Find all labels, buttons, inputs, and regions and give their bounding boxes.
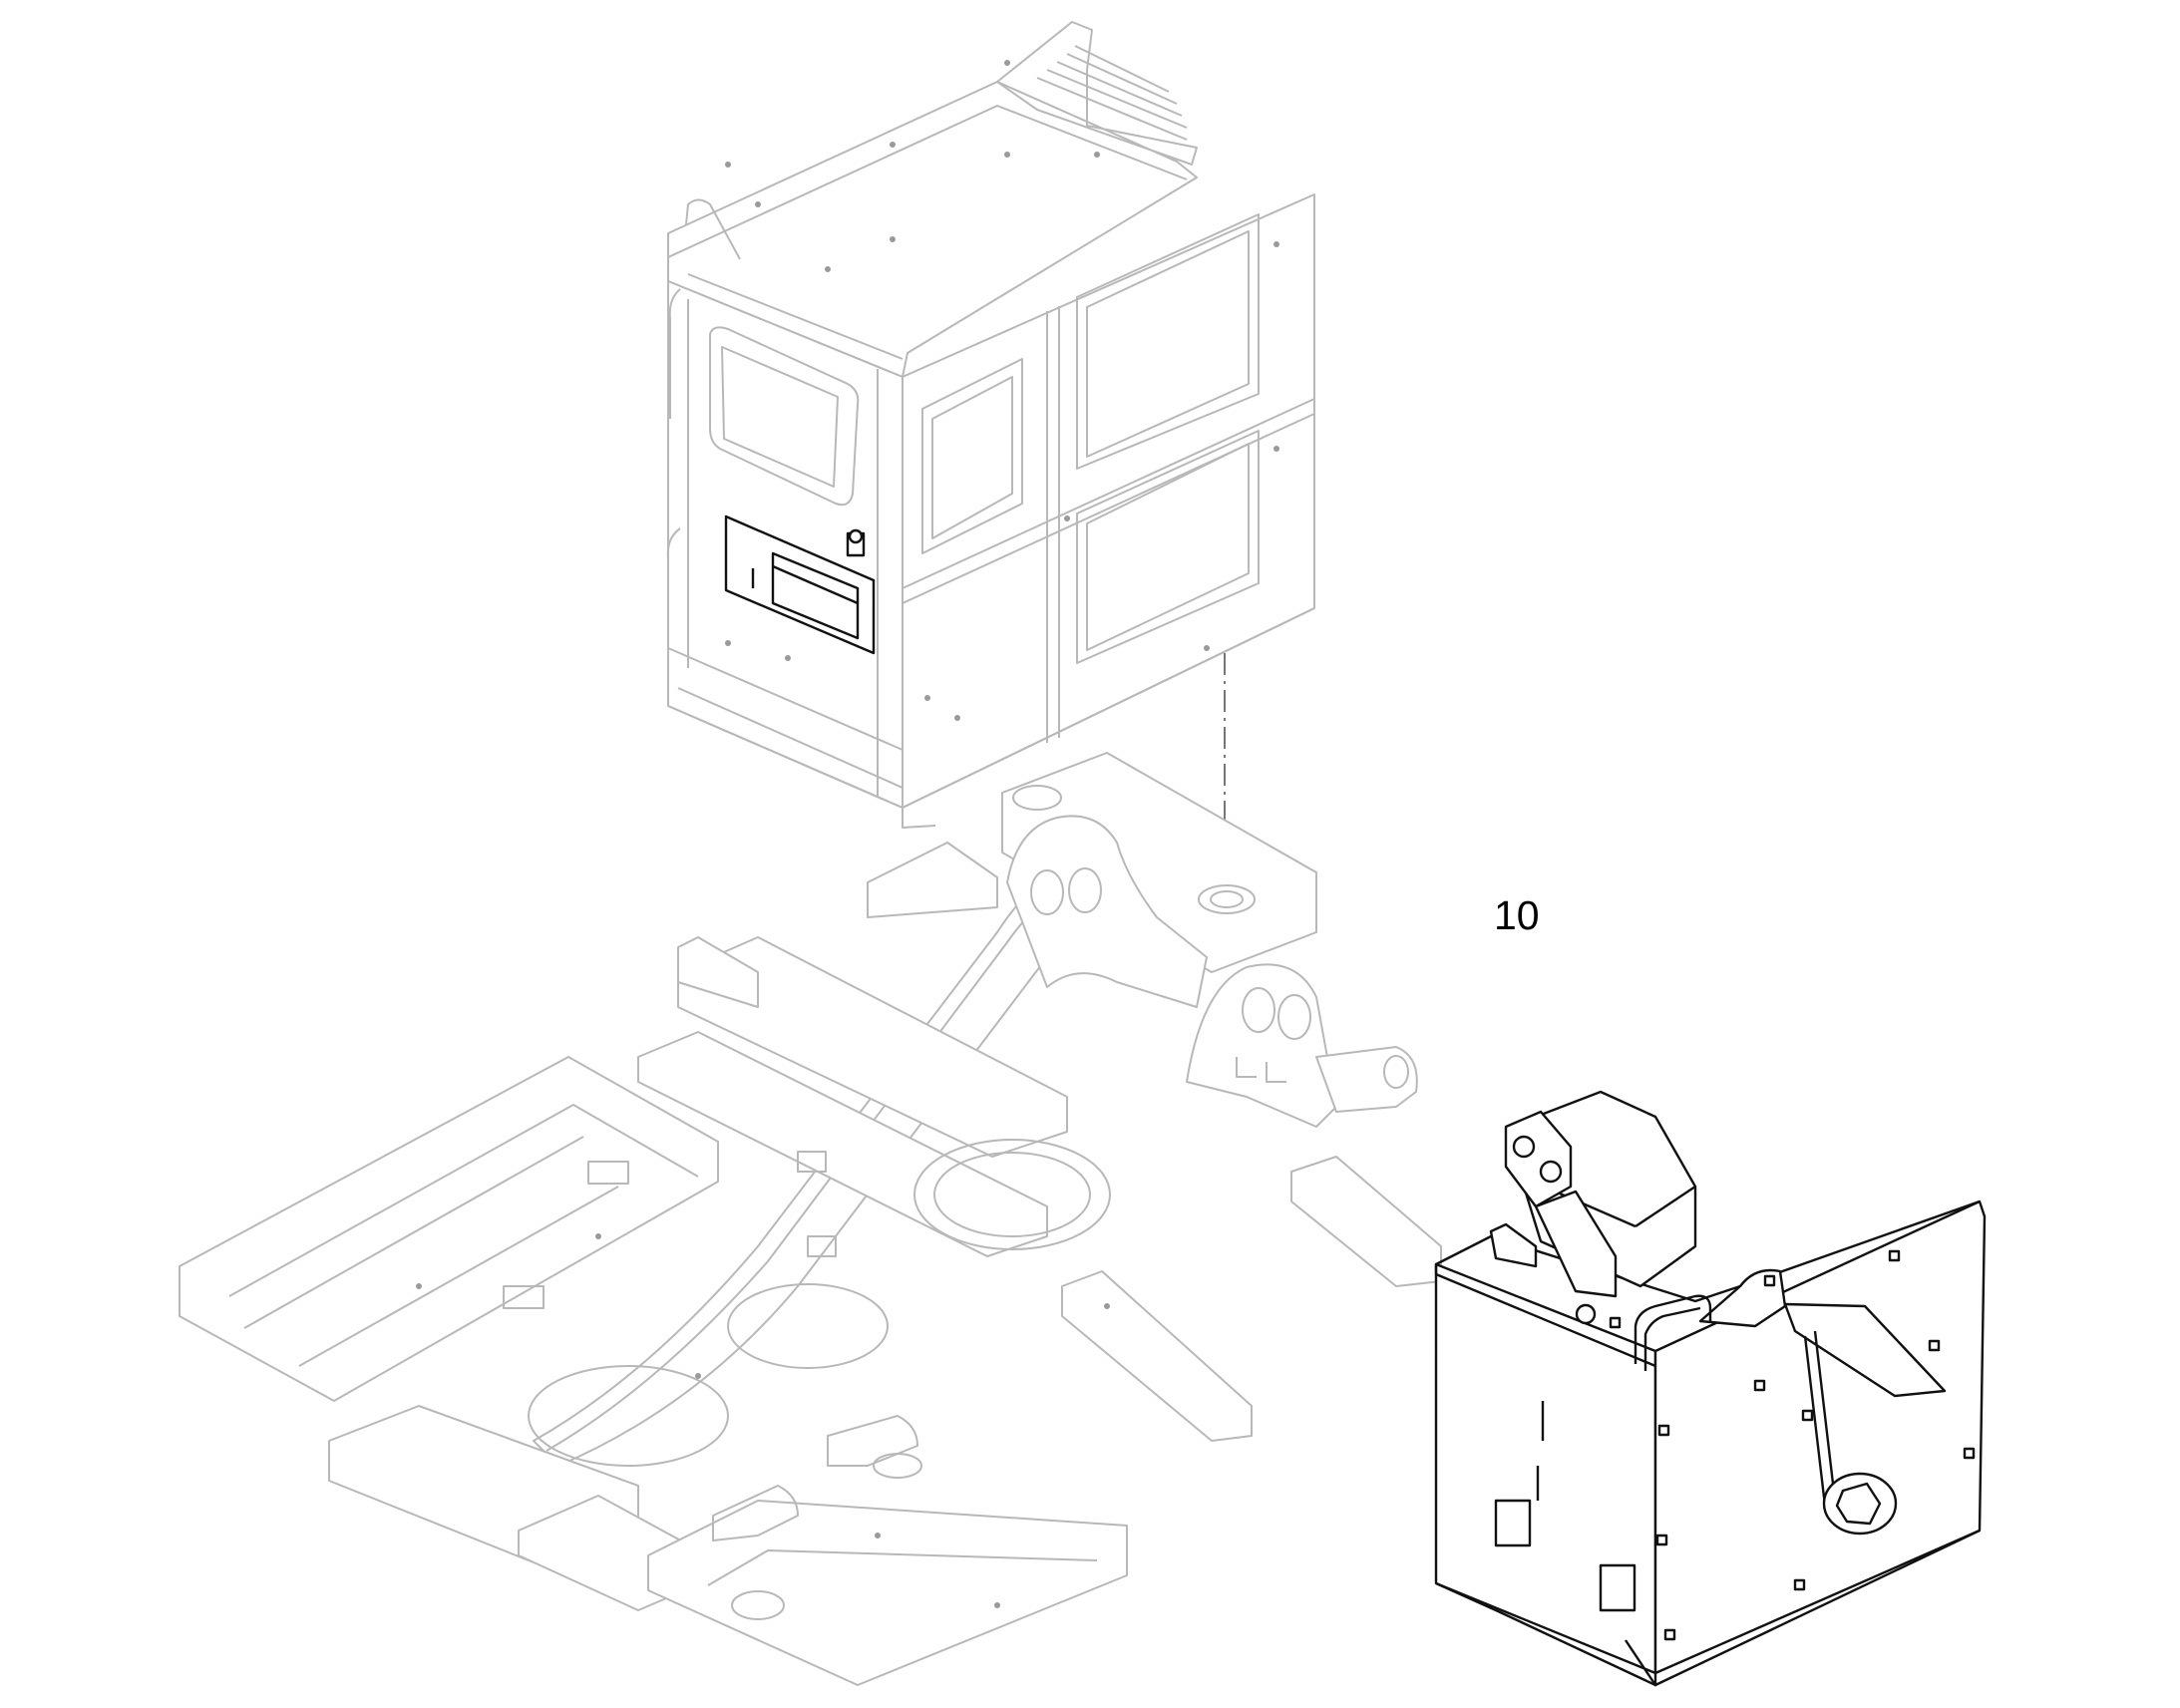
- cab-side-panel-highlight: [724, 514, 876, 655]
- roof-vent: [996, 21, 1198, 166]
- fastener-dots: [416, 60, 1279, 1608]
- component-10-assembly: [1434, 1090, 1987, 1687]
- main-frame-chassis: [179, 752, 1442, 1686]
- callout-label-10: 10: [1494, 892, 1540, 938]
- cab-front-window-upper: [1076, 213, 1260, 470]
- operator-cab: [666, 21, 1315, 829]
- component-10-mount-port: [1822, 1472, 1898, 1536]
- component-10-handle: [1634, 1294, 1712, 1364]
- cab-side-window: [709, 326, 860, 507]
- component-10-front-panel: [1653, 1199, 1987, 1675]
- cab-front-window-lower: [1076, 430, 1260, 664]
- component-10-left-panel: [1434, 1262, 1657, 1675]
- swing-bearing-ring: [913, 1139, 1111, 1250]
